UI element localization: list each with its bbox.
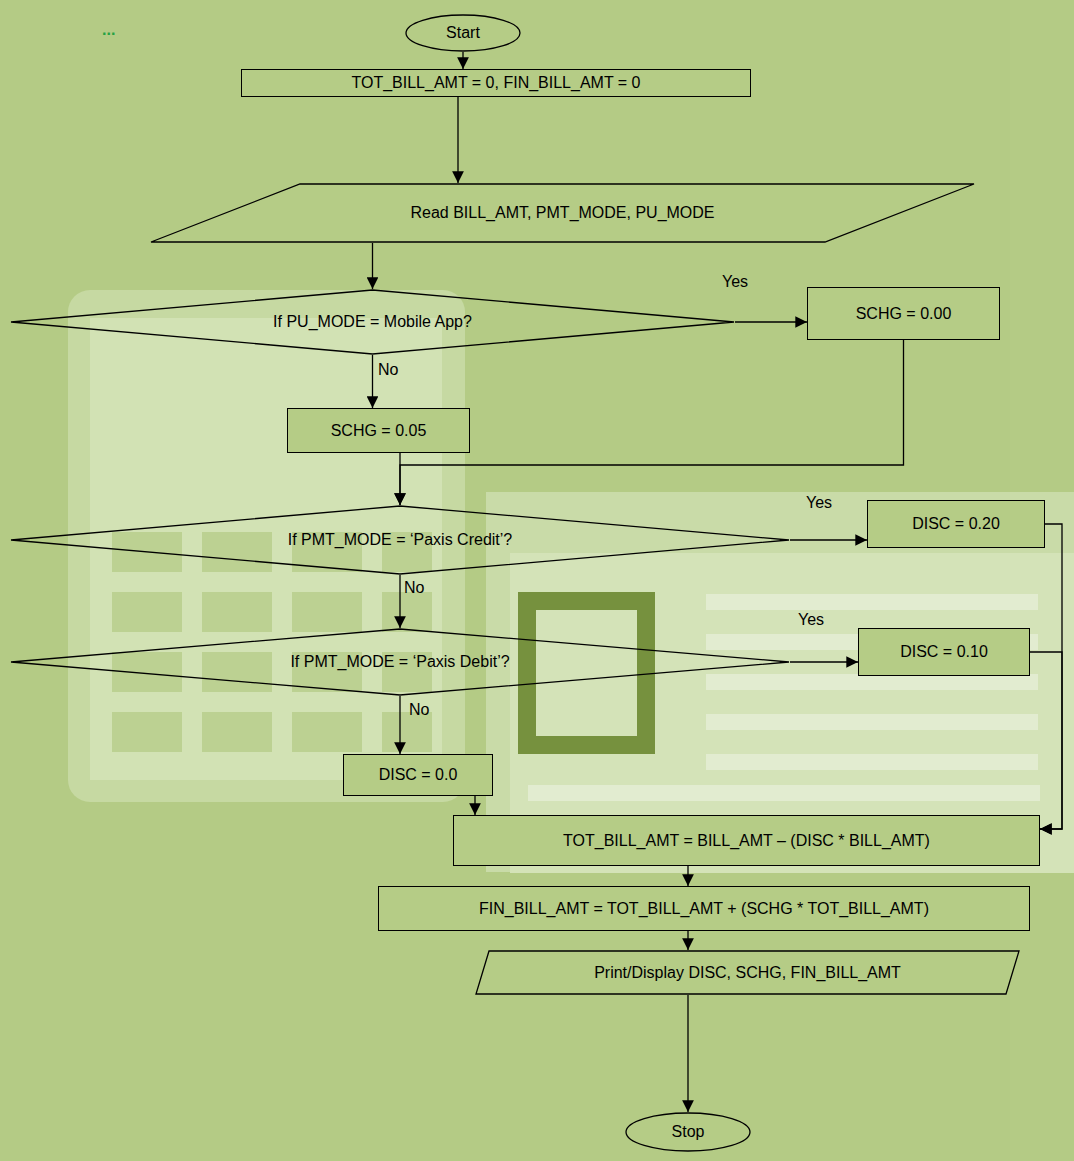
flow-arrow <box>687 931 688 950</box>
branch-label: Yes <box>806 493 832 512</box>
input-box: Read BILL_AMT, PMT_MODE, PU_MODE <box>150 183 975 243</box>
ellipsis-mark: ... <box>102 20 115 39</box>
flow-arrow <box>399 696 400 754</box>
process-box: DISC = 0.10 <box>858 628 1030 676</box>
terminator: Stop <box>625 1112 751 1152</box>
flow-arrow <box>372 355 373 408</box>
decision-diamond: If PMT_MODE = ‘Paxis Credit’? <box>10 505 790 575</box>
output-box-shape <box>476 951 1019 994</box>
flow-arrow <box>790 539 867 540</box>
node-text: TOT_BILL_AMT = 0, FIN_BILL_AMT = 0 <box>351 73 640 92</box>
node-text: Read BILL_AMT, PMT_MODE, PU_MODE <box>410 203 714 222</box>
node-text: Start <box>446 23 480 42</box>
flow-arrow <box>687 866 688 886</box>
branch-label: No <box>409 700 429 719</box>
flow-arrow <box>372 243 373 289</box>
node-text: SCHG = 0.00 <box>856 304 952 323</box>
node-text: FIN_BILL_AMT = TOT_BILL_AMT + (SCHG * TO… <box>479 899 929 918</box>
decision-diamond: If PU_MODE = Mobile App? <box>10 289 735 355</box>
document-photo <box>527 601 646 745</box>
node-text: Print/Display DISC, SCHG, FIN_BILL_AMT <box>594 963 901 982</box>
calculator-keys <box>112 532 432 752</box>
node-text: DISC = 0.10 <box>900 642 988 661</box>
flow-arrow <box>735 321 807 322</box>
node-text: Stop <box>672 1122 705 1141</box>
flow-arrow <box>457 97 458 183</box>
branch-label: No <box>378 360 398 379</box>
node-text: DISC = 0.20 <box>912 514 1000 533</box>
terminator-shape <box>626 1113 750 1151</box>
process-box: SCHG = 0.00 <box>807 287 1000 340</box>
process-box: TOT_BILL_AMT = BILL_AMT – (DISC * BILL_A… <box>453 815 1040 866</box>
terminator-shape <box>406 15 520 51</box>
node-text: If PMT_MODE = ‘Paxis Credit’? <box>288 530 513 549</box>
flow-arrow <box>1040 524 1062 829</box>
process-box: SCHG = 0.05 <box>287 408 470 453</box>
input-box-shape <box>151 184 974 242</box>
flow-arrow <box>399 575 400 628</box>
output-box: Print/Display DISC, SCHG, FIN_BILL_AMT <box>475 950 1020 995</box>
branch-label: Yes <box>722 272 748 291</box>
node-text: SCHG = 0.05 <box>331 421 427 440</box>
flow-arrow <box>474 796 475 815</box>
branch-label: Yes <box>798 610 824 629</box>
decision-diamond-shape <box>11 506 789 574</box>
flow-arrow <box>1030 652 1062 829</box>
node-text: TOT_BILL_AMT = BILL_AMT – (DISC * BILL_A… <box>563 831 930 850</box>
flow-arrow <box>790 661 858 662</box>
process-box: TOT_BILL_AMT = 0, FIN_BILL_AMT = 0 <box>241 69 751 97</box>
calculator-face <box>90 318 442 780</box>
process-box: FIN_BILL_AMT = TOT_BILL_AMT + (SCHG * TO… <box>378 886 1030 931</box>
document-lines <box>528 594 1040 838</box>
flow-arrow <box>687 995 688 1112</box>
process-box: DISC = 0.0 <box>343 754 493 796</box>
node-text: If PMT_MODE = ‘Paxis Debit’? <box>290 652 509 671</box>
node-text: If PU_MODE = Mobile App? <box>273 312 472 331</box>
node-text: DISC = 0.0 <box>379 765 458 784</box>
branch-label: No <box>404 578 424 597</box>
flow-arrow <box>400 340 904 505</box>
flow-arrow <box>462 52 463 69</box>
decision-diamond-shape <box>11 629 789 695</box>
decision-diamond-shape <box>11 290 734 354</box>
process-box: DISC = 0.20 <box>867 500 1045 548</box>
flow-arrow <box>399 453 400 505</box>
terminator: Start <box>405 14 521 52</box>
decision-diamond: If PMT_MODE = ‘Paxis Debit’? <box>10 628 790 696</box>
